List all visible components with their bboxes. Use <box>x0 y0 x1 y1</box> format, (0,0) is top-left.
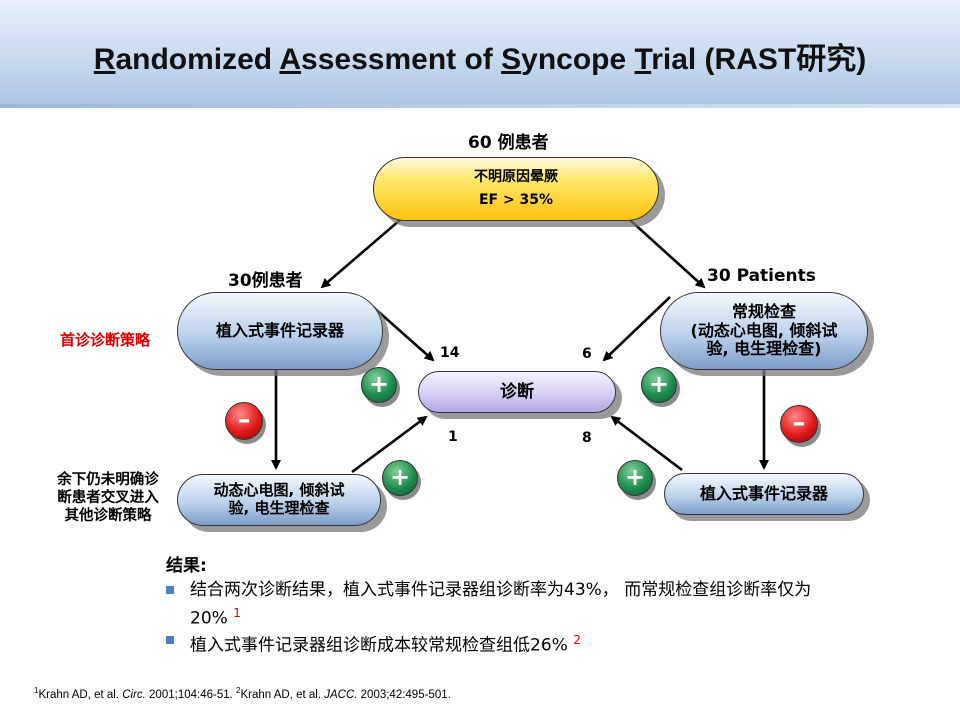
footnote-cite1-pre: Krahn AD, et al. <box>38 688 123 701</box>
bullet-square-icon <box>166 586 174 594</box>
count-bottom-left: 1 <box>448 429 458 445</box>
bottom-right-text: 植入式事件记录器 <box>699 483 828 503</box>
title-initial-letter: S <box>501 43 522 76</box>
count-top-left: 14 <box>440 345 460 361</box>
plus-icon: + <box>617 460 653 496</box>
results-heading: 结果: <box>166 556 207 576</box>
footnote-cite2-post: 2003;42:495-501. <box>357 688 451 701</box>
minus-icon: – <box>225 402 263 440</box>
conventional-line2: (动态心电图, 倾斜试 <box>690 320 838 340</box>
result-ref-2: 2 <box>573 633 581 647</box>
plus-icon: + <box>382 460 418 496</box>
title-initial-letter: R <box>93 43 116 76</box>
conventional-node: 常规检查 (动态心电图, 倾斜试 验, 电生理检查) <box>660 292 868 370</box>
arrow-top-to-left <box>320 219 401 289</box>
bottom-left-line1: 动态心电图, 倾斜试 <box>213 481 345 500</box>
syncope-line2: EF > 35% <box>478 192 554 208</box>
minus-icon: – <box>780 405 818 443</box>
footnote-journal-2: JACC. <box>324 688 358 701</box>
result-text-2: 植入式事件记录器组诊断成本较常规检查组低26% <box>190 635 568 656</box>
slide-title: Randomized Assessment of Syncope Trial (… <box>0 34 960 78</box>
title-text-segment: ssessment of <box>301 43 502 76</box>
footnote-ref-2: 2 <box>236 686 241 695</box>
title-text-segment: rial (RAST研究) <box>651 43 867 76</box>
bullet-square-icon <box>166 636 174 644</box>
footnote: 1Krahn AD, et al. Circ. 2001;104:46-51. … <box>34 686 451 701</box>
crossover-line2: 断患者交叉进入 <box>57 490 159 506</box>
count-bottom-right: 8 <box>582 430 592 446</box>
left-recorder-node: 植入式事件记录器 <box>177 292 383 370</box>
arrow-left-to-diagnosis <box>371 305 435 362</box>
diagnosis-node: 诊断 <box>418 371 616 413</box>
result-text-1: 结合两次诊断结果，植入式事件记录器组诊断率为43%， 而常规检查组诊断率仅为20… <box>190 580 812 629</box>
title-initial-letter: A <box>279 43 302 76</box>
title-text-segment: andomized <box>115 43 280 76</box>
bottom-right-recorder-node: 植入式事件记录器 <box>664 473 864 515</box>
first-strategy-label: 首诊诊断策略 <box>60 331 151 349</box>
title-text-segment: yncope <box>521 43 635 76</box>
result-ref-1: 1 <box>233 606 241 620</box>
result-bullet-1: 结合两次诊断结果，植入式事件记录器组诊断率为43%， 而常规检查组诊断率仅为20… <box>166 579 846 631</box>
syncope-node: 不明原因晕厥 EF > 35% <box>373 157 659 221</box>
footnote-ref-1: 1 <box>34 686 39 695</box>
syncope-line1: 不明原因晕厥 <box>474 169 558 186</box>
crossover-line3: 其他诊断策略 <box>64 508 152 524</box>
footnote-cite1-post: 2001;104:46-51. <box>145 688 237 701</box>
plus-icon: + <box>641 367 677 403</box>
bottom-left-line2: 验, 电生理检查 <box>228 499 330 517</box>
title-bar <box>0 0 960 108</box>
conventional-line3: 验, 电生理检查) <box>706 339 822 359</box>
arrow-top-to-right <box>629 219 706 289</box>
left-recorder-text: 植入式事件记录器 <box>215 320 344 340</box>
arrow-right-to-diagnosis <box>602 296 671 362</box>
result-bullet-2: 植入式事件记录器组诊断成本较常规检查组低26% 2 <box>166 629 846 658</box>
plus-icon: + <box>361 367 397 403</box>
crossover-note: 余下仍未明确诊 断患者交叉进入 其他诊断策略 <box>38 471 178 525</box>
diagnosis-text: 诊断 <box>500 381 534 402</box>
arrow-bottomright-to-diagnosis <box>610 415 683 472</box>
total-patients-label: 60 例患者 <box>468 133 549 153</box>
count-top-right: 6 <box>582 346 592 362</box>
title-initial-letter: T <box>634 43 652 76</box>
bottom-left-conventional-node: 动态心电图, 倾斜试 验, 电生理检查 <box>177 474 381 526</box>
conventional-line1: 常规检查 <box>731 301 796 321</box>
footnote-journal-1: Circ. <box>122 688 146 701</box>
arrow-bottomleft-to-diagnosis <box>351 415 428 474</box>
right-group-label: 30 Patients <box>707 266 816 286</box>
crossover-line1: 余下仍未明确诊 <box>57 472 159 488</box>
left-group-label: 30例患者 <box>228 271 303 291</box>
footnote-cite2-pre: Krahn AD, et al. <box>240 688 325 701</box>
